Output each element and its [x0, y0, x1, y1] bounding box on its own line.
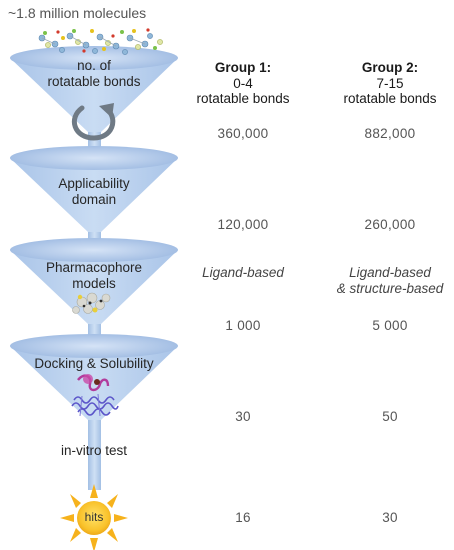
funnel-stage-4: [10, 334, 178, 420]
group-1-count-2: 120,000: [217, 217, 269, 232]
invitro-label: in-vitro test: [60, 443, 128, 458]
stage-1-line2: rotatable bonds: [47, 73, 141, 89]
group-1-title: Group 1:: [214, 60, 272, 75]
group-2-count-5: 30: [382, 510, 398, 525]
stage-3-line1: Pharmacophore: [45, 260, 143, 275]
group-1-subtitle: rotatable bonds: [196, 91, 290, 107]
molecule-cluster-icon: [38, 28, 163, 55]
top-label: ~1.8 million molecules: [8, 5, 147, 21]
stage-2-line1: Applicability: [58, 176, 130, 191]
group-2-title: Group 2:: [361, 60, 419, 75]
stage-2-line2: domain: [71, 191, 117, 207]
group-2-pharmacophore-line2: & structure-based: [336, 280, 444, 296]
group-1-count-4: 30: [235, 409, 251, 424]
protein-structure-icon: [71, 374, 119, 417]
stage-3-label: Pharmacophore models: [46, 260, 142, 291]
group-2-count-3: 5 000: [372, 318, 408, 333]
stage-1-label: no. of rotatable bonds: [47, 58, 140, 89]
group-1-count-1: 360,000: [217, 126, 269, 141]
stage-4-label: Docking & Solubility: [34, 356, 153, 372]
pharmacophore-cluster-icon: [72, 292, 111, 314]
group-2-header: Group 2: 7-15 rotatable bonds: [343, 60, 436, 107]
group-1-count-5: 16: [235, 510, 251, 525]
curved-arrow-icon: [71, 103, 116, 141]
stage-1-line1: no. of: [77, 58, 111, 73]
group-1-range: 0-4: [233, 75, 253, 91]
group-1-header: Group 1: 0-4 rotatable bonds: [196, 60, 289, 107]
group-2-range: 7-15: [376, 75, 404, 91]
sun-icon: [60, 484, 128, 550]
funnel-stage-2: [10, 146, 178, 232]
group-2-count-4: 50: [382, 409, 398, 424]
group-2-count-2: 260,000: [364, 217, 416, 232]
funnel-stage-1: [10, 46, 178, 132]
group-2-count-1: 882,000: [364, 126, 416, 141]
group-2-subtitle: rotatable bonds: [343, 91, 437, 107]
group-2-pharmacophore: Ligand-based & structure-based: [337, 265, 444, 296]
stage-2-label: Applicability domain: [58, 176, 129, 207]
stage-4-line1: Docking & Solubility: [34, 356, 154, 371]
group-1-count-3: 1 000: [225, 318, 261, 333]
hits-label: hits: [84, 510, 104, 524]
stage-3-line2: models: [72, 275, 116, 291]
funnel-stage-3: [10, 238, 178, 324]
group-1-pharmacophore: Ligand-based: [202, 265, 284, 280]
group-2-pharmacophore-line1: Ligand-based: [349, 265, 431, 280]
